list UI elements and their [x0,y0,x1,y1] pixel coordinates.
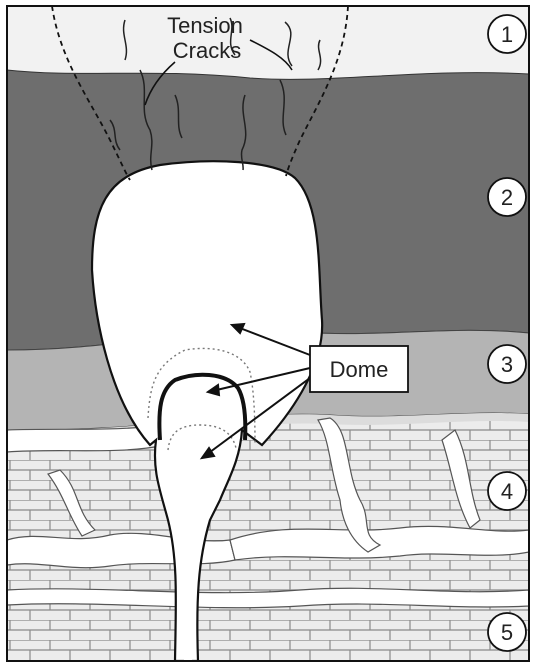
layer-number-2: 2 [488,178,526,216]
dome-label: Dome [330,357,389,382]
layer-number-3: 3 [488,345,526,383]
svg-text:4: 4 [501,479,513,504]
svg-text:3: 3 [501,352,513,377]
svg-text:1: 1 [501,22,513,47]
tension-cracks-label-line1: Tension [167,13,243,38]
tension-cracks-label-line2: Cracks [173,38,241,63]
svg-text:2: 2 [501,185,513,210]
layer-number-4: 4 [488,472,526,510]
layer-number-1: 1 [488,15,526,53]
layer-number-5: 5 [488,613,526,651]
svg-text:5: 5 [501,620,513,645]
